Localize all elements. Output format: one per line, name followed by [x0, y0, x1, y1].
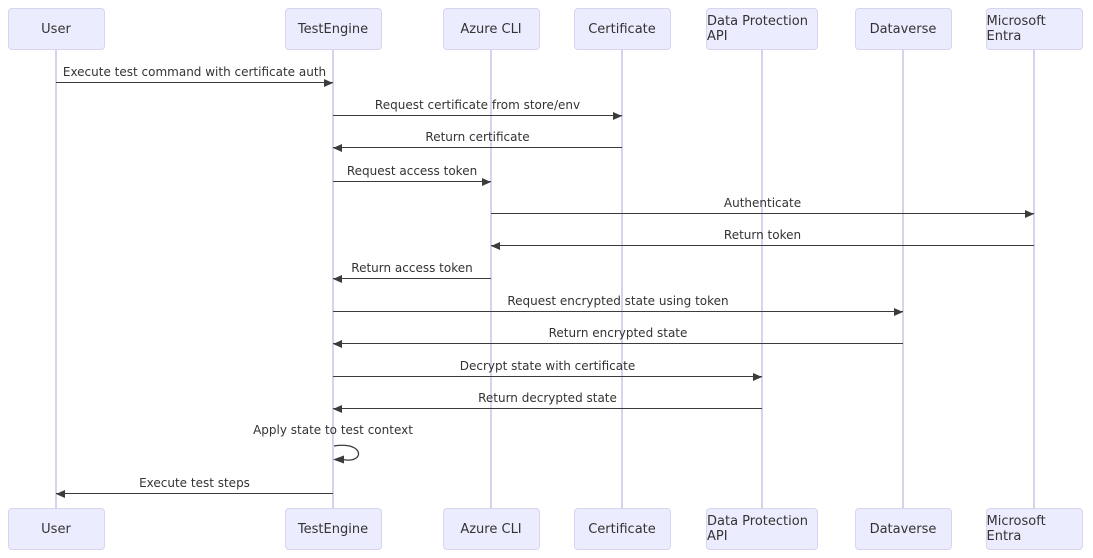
message-arrow-line	[56, 82, 333, 83]
lifeline-azure-cli	[490, 50, 492, 508]
participant-label: Data Protection API	[707, 14, 808, 44]
message-label: Return token	[723, 228, 802, 242]
message-arrow-line	[333, 147, 622, 148]
message-label: Decrypt state with certificate	[459, 359, 636, 373]
participant-top-microsoft-entra: Microsoft Entra	[985, 8, 1083, 50]
lifeline-dataverse	[902, 50, 904, 508]
participant-bottom-azure-cli: Azure CLI	[442, 508, 540, 550]
arrowhead-icon	[333, 274, 342, 283]
participant-top-data-protection-api: Data Protection API	[706, 8, 818, 50]
arrowhead-icon	[333, 339, 342, 348]
lifeline-microsoft-entra	[1033, 50, 1035, 508]
participant-bottom-data-protection-api: Data Protection API	[706, 508, 818, 550]
participant-label: TestEngine	[297, 21, 369, 37]
participant-label: Azure CLI	[460, 21, 522, 37]
message-label: Apply state to test context	[253, 423, 413, 437]
arrowhead-icon	[482, 177, 491, 186]
message-label: Request encrypted state using token	[507, 294, 729, 308]
participant-label: Dataverse	[869, 21, 937, 37]
participant-bottom-user: User	[7, 508, 105, 550]
participant-top-dataverse: Dataverse	[854, 8, 952, 50]
participant-top-certificate: Certificate	[573, 8, 671, 50]
message-arrow-line	[333, 278, 491, 279]
message-label: Return decrypted state	[478, 391, 617, 405]
participant-label: Data Protection API	[707, 514, 808, 544]
message-label: Execute test command with certificate au…	[62, 65, 327, 79]
message-label: Return access token	[351, 261, 473, 275]
participant-bottom-microsoft-entra: Microsoft Entra	[985, 508, 1083, 550]
message-arrow-line	[333, 408, 762, 409]
message-arrow-line	[333, 311, 903, 312]
arrowhead-icon	[753, 372, 762, 381]
message-arrow-line	[56, 493, 333, 494]
participant-label: Microsoft Entra	[986, 14, 1046, 44]
message-arrow-line	[333, 343, 903, 344]
arrowhead-icon	[324, 78, 333, 87]
lifeline-data-protection-api	[761, 50, 763, 508]
arrowhead-icon	[333, 404, 342, 413]
participant-label: Azure CLI	[460, 521, 522, 537]
message-arrow-line	[333, 376, 762, 377]
arrowhead-icon	[613, 111, 622, 120]
participant-top-testengine: TestEngine	[284, 8, 382, 50]
participant-label: User	[41, 21, 71, 37]
message-label: Request certificate from store/env	[374, 98, 581, 112]
message-label: Authenticate	[723, 196, 802, 210]
participant-label: Microsoft Entra	[986, 514, 1046, 544]
participant-label: TestEngine	[297, 521, 369, 537]
message-label: Request access token	[346, 164, 478, 178]
lifeline-user	[55, 50, 57, 508]
self-loop-arrow	[333, 444, 360, 464]
participant-bottom-dataverse: Dataverse	[854, 508, 952, 550]
message-arrow-line	[333, 181, 491, 182]
participant-top-user: User	[7, 8, 105, 50]
message-label: Execute test steps	[139, 476, 250, 490]
participant-label: Certificate	[588, 521, 656, 537]
lifeline-certificate	[621, 50, 623, 508]
participant-top-azure-cli: Azure CLI	[442, 8, 540, 50]
participant-label: Dataverse	[869, 521, 937, 537]
participant-label: User	[41, 521, 71, 537]
arrowhead-icon	[333, 143, 342, 152]
arrowhead-icon	[1025, 209, 1034, 218]
message-arrow-line	[491, 245, 1034, 246]
message-label: Return encrypted state	[548, 326, 688, 340]
message-arrow-line	[491, 213, 1034, 214]
arrowhead-icon	[56, 489, 65, 498]
message-label: Return certificate	[425, 130, 530, 144]
arrowhead-icon	[491, 241, 500, 250]
arrowhead-icon	[894, 307, 903, 316]
message-arrow-line	[333, 115, 622, 116]
participant-bottom-testengine: TestEngine	[284, 508, 382, 550]
participant-bottom-certificate: Certificate	[573, 508, 671, 550]
participant-label: Certificate	[588, 21, 656, 37]
